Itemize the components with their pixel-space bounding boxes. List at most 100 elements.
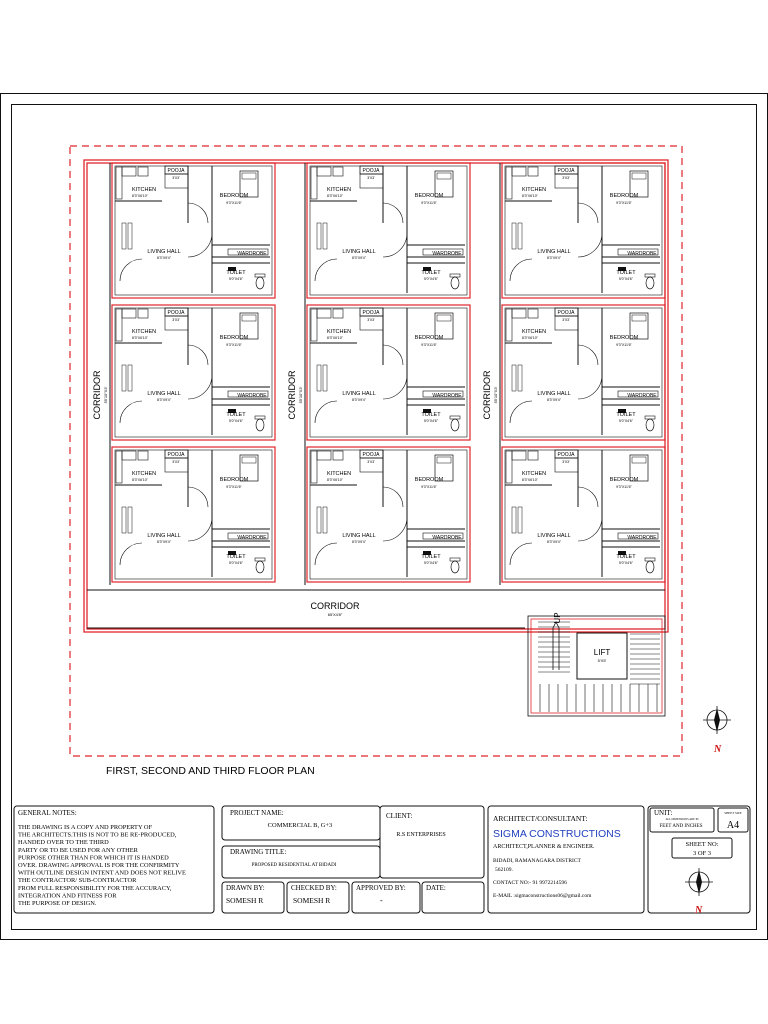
drawn-by-label: DRAWN BY:	[226, 884, 265, 892]
pooja-size: 3'X3'	[367, 460, 375, 464]
pooja-size: 3'X3'	[562, 318, 570, 322]
pooja-label: POOJA	[168, 168, 186, 174]
unit-label: UNIT:	[654, 809, 672, 817]
toilet-label: TOILET	[226, 412, 246, 418]
living-hall-size: 8'3"X9'4"	[157, 256, 172, 260]
flat-unit: POOJA3'X3'KITCHEN8'3"X6'10"BEDROOM9'3"X1…	[306, 162, 471, 299]
corridor-label: CORRIDOR	[311, 601, 360, 611]
kitchen-size: 8'3"X6'10"	[132, 336, 149, 340]
toilet-size: 5'0"X4'6"	[619, 277, 634, 281]
living-hall-size: 8'3"X9'4"	[352, 398, 367, 402]
pooja-size: 3'X3'	[367, 318, 375, 322]
living-hall-label: LIVING HALL	[537, 391, 570, 397]
pooja-label: POOJA	[558, 168, 576, 174]
toilet-label: TOILET	[421, 270, 441, 276]
bedroom-label: BEDROOM	[415, 335, 444, 341]
living-hall-size: 8'3"X9'4"	[547, 398, 562, 402]
pooja-label: POOJA	[363, 168, 381, 174]
vertical-corridor-size: 55'10"X3'	[298, 386, 303, 403]
north-label: N	[713, 744, 722, 755]
toilet-label: TOILET	[421, 412, 441, 418]
kitchen-size: 8'3"X6'10"	[327, 336, 344, 340]
toilet-size: 5'0"X4'6"	[424, 277, 439, 281]
wardrobe-label: WARDROBE	[627, 535, 657, 541]
general-notes-line: OVER. DRAWING APPROVAL IS FOR THE CONFIR…	[18, 862, 180, 869]
living-hall-label: LIVING HALL	[537, 249, 570, 255]
approved-by-label: APPROVED BY:	[356, 884, 406, 892]
bedroom-label: BEDROOM	[415, 477, 444, 483]
drawing-title-label: DRAWING TITLE:	[230, 848, 286, 856]
kitchen-label: KITCHEN	[522, 329, 546, 335]
kitchen-label: KITCHEN	[132, 187, 156, 193]
pooja-size: 3'X3'	[172, 318, 180, 322]
general-notes-line: PARTY OR TO BE USED FOR ANY OTHER	[18, 847, 139, 854]
unit-note: ALL DIMENSIONS ARE IN	[665, 818, 698, 821]
wardrobe-label: WARDROBE	[627, 393, 657, 399]
bedroom-size: 9'3"X11'6"	[616, 485, 632, 489]
kitchen-label: KITCHEN	[522, 471, 546, 477]
lift-label: LIFT	[594, 648, 611, 657]
wardrobe-label: WARDROBE	[237, 393, 267, 399]
toilet-size: 5'0"X4'6"	[424, 561, 439, 565]
pooja-size: 3'X3'	[172, 176, 180, 180]
plot-boundary	[69, 145, 683, 757]
email: E-MAIL :sigmaconstructions06@gmail.com	[493, 893, 592, 899]
pooja-size: 3'X3'	[562, 176, 570, 180]
drawn-by: SOMESH R	[226, 896, 263, 905]
plan-title: FIRST, SECOND AND THIRD FLOOR PLAN	[106, 765, 315, 777]
flat-units: POOJA3'X3'KITCHEN8'3"X6'10"BEDROOM9'3"X1…	[111, 162, 666, 583]
bedroom-size: 9'3"X11'6"	[616, 201, 632, 205]
toilet-label: TOILET	[421, 554, 441, 560]
kitchen-size: 8'3"X6'10"	[132, 478, 149, 482]
pooja-size: 3'X3'	[172, 460, 180, 464]
kitchen-label: KITCHEN	[132, 471, 156, 477]
kitchen-label: KITCHEN	[522, 187, 546, 193]
living-hall-label: LIVING HALL	[342, 533, 375, 539]
bedroom-label: BEDROOM	[220, 335, 249, 341]
living-hall-label: LIVING HALL	[342, 391, 375, 397]
client-label: CLIENT:	[386, 812, 413, 820]
lift-shaft	[576, 632, 628, 680]
client-name: R.S ENTERPRISES	[396, 832, 445, 838]
general-notes-line: PURPOSE OTHER THAN FOR WHICH IT IS HANDE…	[18, 854, 169, 861]
address-line-2: 562109.	[495, 867, 514, 873]
firm-subtitle: ARCHITECT,PLANNER & ENGINEER.	[493, 844, 595, 850]
bedroom-size: 9'3"X11'6"	[226, 485, 242, 489]
general-notes-line: THE CONTRACTOR/ SUB-CONTRACTOR	[18, 877, 137, 884]
sheet-no: 3 OF 3	[693, 850, 711, 857]
corridor-size: 65'X4'8"	[328, 612, 343, 617]
pooja-label: POOJA	[363, 310, 381, 316]
title-block	[13, 805, 751, 914]
checked-by: SOMESH R	[293, 896, 330, 905]
flat-unit: POOJA3'X3'KITCHEN8'3"X6'10"BEDROOM9'3"X1…	[501, 162, 666, 299]
sheet-size: A4	[727, 820, 739, 831]
general-notes-line: WITH OUTLINE DESIGN INTENT AND DOES NOT …	[18, 870, 186, 877]
wardrobe-label: WARDROBE	[237, 251, 267, 257]
flat-unit: POOJA3'X3'KITCHEN8'3"X6'10"BEDROOM9'3"X1…	[111, 446, 276, 583]
pooja-label: POOJA	[558, 310, 576, 316]
lift-size: 5'X5'	[598, 658, 607, 663]
toilet-label: TOILET	[226, 554, 246, 560]
bedroom-label: BEDROOM	[220, 193, 249, 199]
kitchen-label: KITCHEN	[327, 471, 351, 477]
living-hall-size: 8'3"X9'4"	[352, 540, 367, 544]
general-notes-line: THE DRAWING IS A COPY AND PROPERTY OF	[18, 824, 153, 831]
approved-by: -	[380, 896, 383, 905]
flat-unit: POOJA3'X3'KITCHEN8'3"X6'10"BEDROOM9'3"X1…	[111, 304, 276, 441]
kitchen-size: 8'3"X6'10"	[522, 478, 539, 482]
living-hall-size: 8'3"X9'4"	[547, 256, 562, 260]
vertical-corridor-3: CORRIDOR 55'10"X3'	[482, 370, 498, 419]
bedroom-label: BEDROOM	[610, 335, 639, 341]
toilet-label: TOILET	[616, 554, 636, 560]
general-notes-line: THE PURPOSE OF DESIGN.	[18, 900, 97, 907]
toilet-size: 5'0"X4'6"	[229, 419, 244, 423]
corridor-walls	[87, 163, 665, 629]
pooja-label: POOJA	[363, 452, 381, 458]
general-notes-heading: GENERAL NOTES:	[18, 809, 77, 817]
bedroom-size: 9'3"X11'6"	[226, 343, 242, 347]
wardrobe-label: WARDROBE	[432, 535, 462, 541]
living-hall-label: LIVING HALL	[147, 391, 180, 397]
stair-up-label: UP	[553, 612, 562, 623]
living-hall-size: 8'3"X9'4"	[157, 398, 172, 402]
